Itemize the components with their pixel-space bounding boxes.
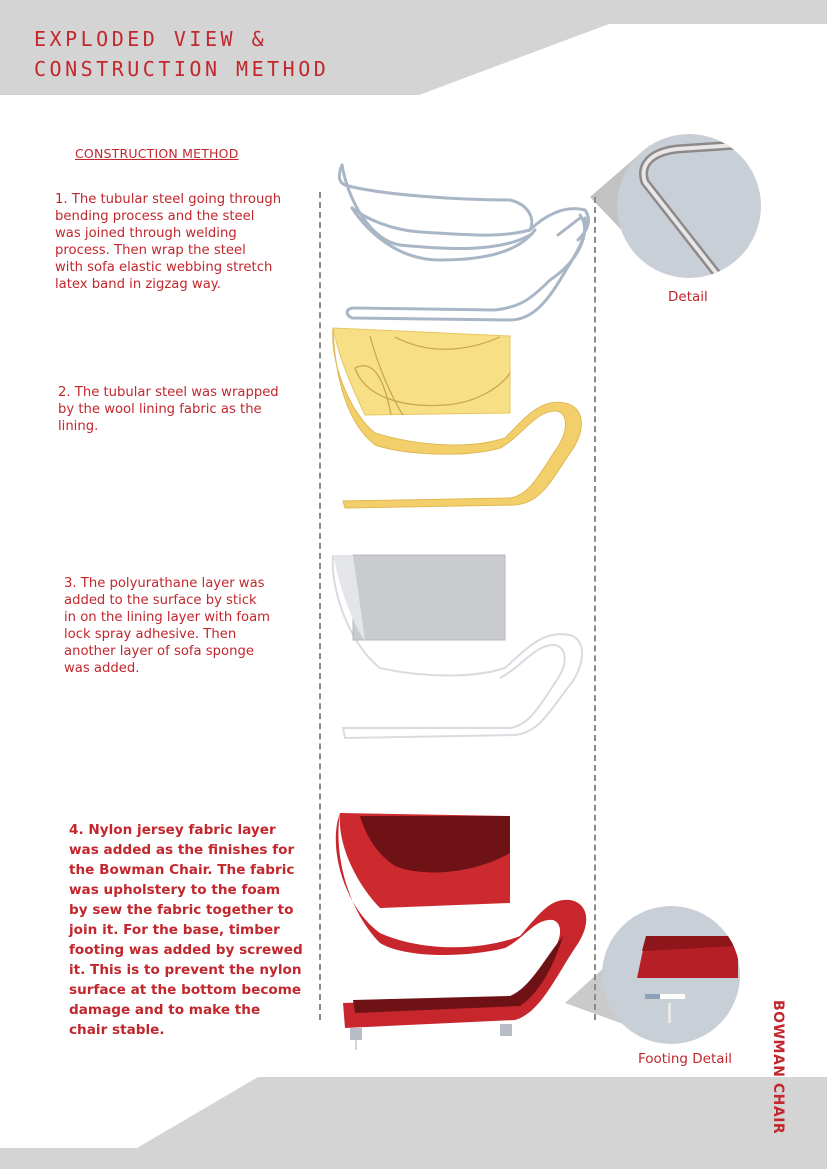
page-title-line-1: EXPLODED VIEW &: [34, 27, 268, 51]
step-1-text: 1. The tubular steel going through bendi…: [55, 192, 282, 292]
detail-caption: Detail: [668, 289, 708, 305]
footer-panel: [0, 1077, 827, 1169]
footing-detail-caption: Footing Detail: [638, 1051, 733, 1067]
footing-detail-circle: [602, 906, 740, 1044]
step-4-text: 4. Nylon jersey fabric layer was added a…: [69, 822, 303, 1038]
nylon-fabric-figure: [335, 813, 587, 1050]
wool-lining-figure: [332, 327, 582, 509]
right-dashed-guide: [594, 197, 596, 1020]
step-2-text: 2. The tubular steel was wrapped by the …: [58, 385, 279, 434]
tube-bend-icon: [639, 139, 757, 278]
section-heading: CONSTRUCTION METHOD: [75, 146, 239, 161]
tubular-steel-frame-figure: [337, 163, 590, 322]
step-3-text: 3. The polyurathane layer was added to t…: [64, 576, 271, 676]
foam-sponge-figure: [331, 554, 583, 740]
footing-icon: [637, 936, 738, 1023]
page-title-line-2: CONSTRUCTION METHOD: [34, 57, 330, 81]
bowman-chair-side-label: BOWMAN CHAIR: [770, 1000, 786, 1135]
tube-bend-detail-circle: [617, 134, 761, 278]
header-panel: [0, 0, 827, 95]
left-dashed-guide: [319, 192, 321, 1020]
